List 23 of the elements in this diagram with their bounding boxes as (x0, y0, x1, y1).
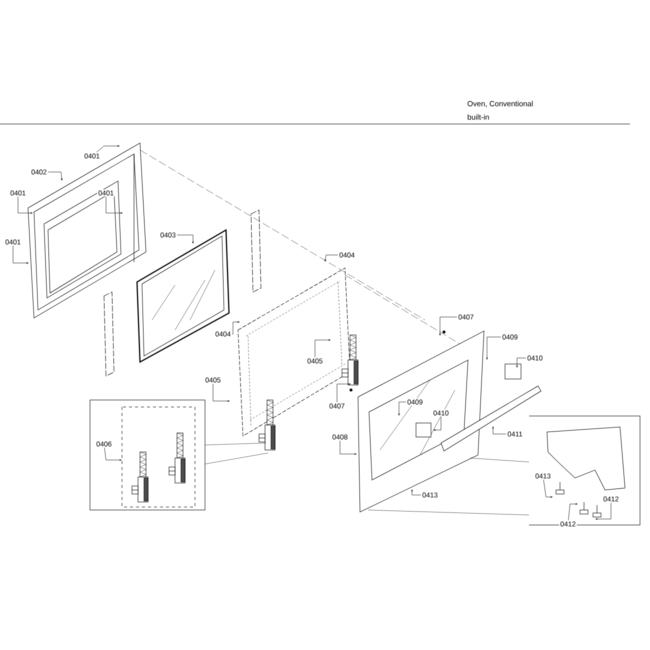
leader-line (340, 440, 357, 455)
leader-line (398, 402, 406, 416)
leader-line (595, 502, 612, 520)
leader-line (176, 234, 194, 244)
leader-line (232, 321, 240, 334)
leader-line (96, 145, 120, 152)
leader-line (106, 196, 123, 214)
leader-line (12, 246, 29, 264)
leader-line (104, 448, 122, 461)
leader-line (48, 172, 62, 181)
leader-line (516, 358, 526, 368)
leader-line (492, 426, 506, 434)
leader-line (439, 316, 458, 336)
leader-line (314, 339, 331, 358)
leader-line (433, 416, 442, 431)
leader-line (486, 336, 502, 360)
leader-line (324, 254, 338, 262)
leader-line (18, 196, 33, 214)
leader-line (543, 480, 553, 498)
leader-line (568, 503, 578, 520)
leader-line (336, 383, 351, 402)
leader-line (411, 489, 422, 496)
leader-line (212, 384, 230, 402)
